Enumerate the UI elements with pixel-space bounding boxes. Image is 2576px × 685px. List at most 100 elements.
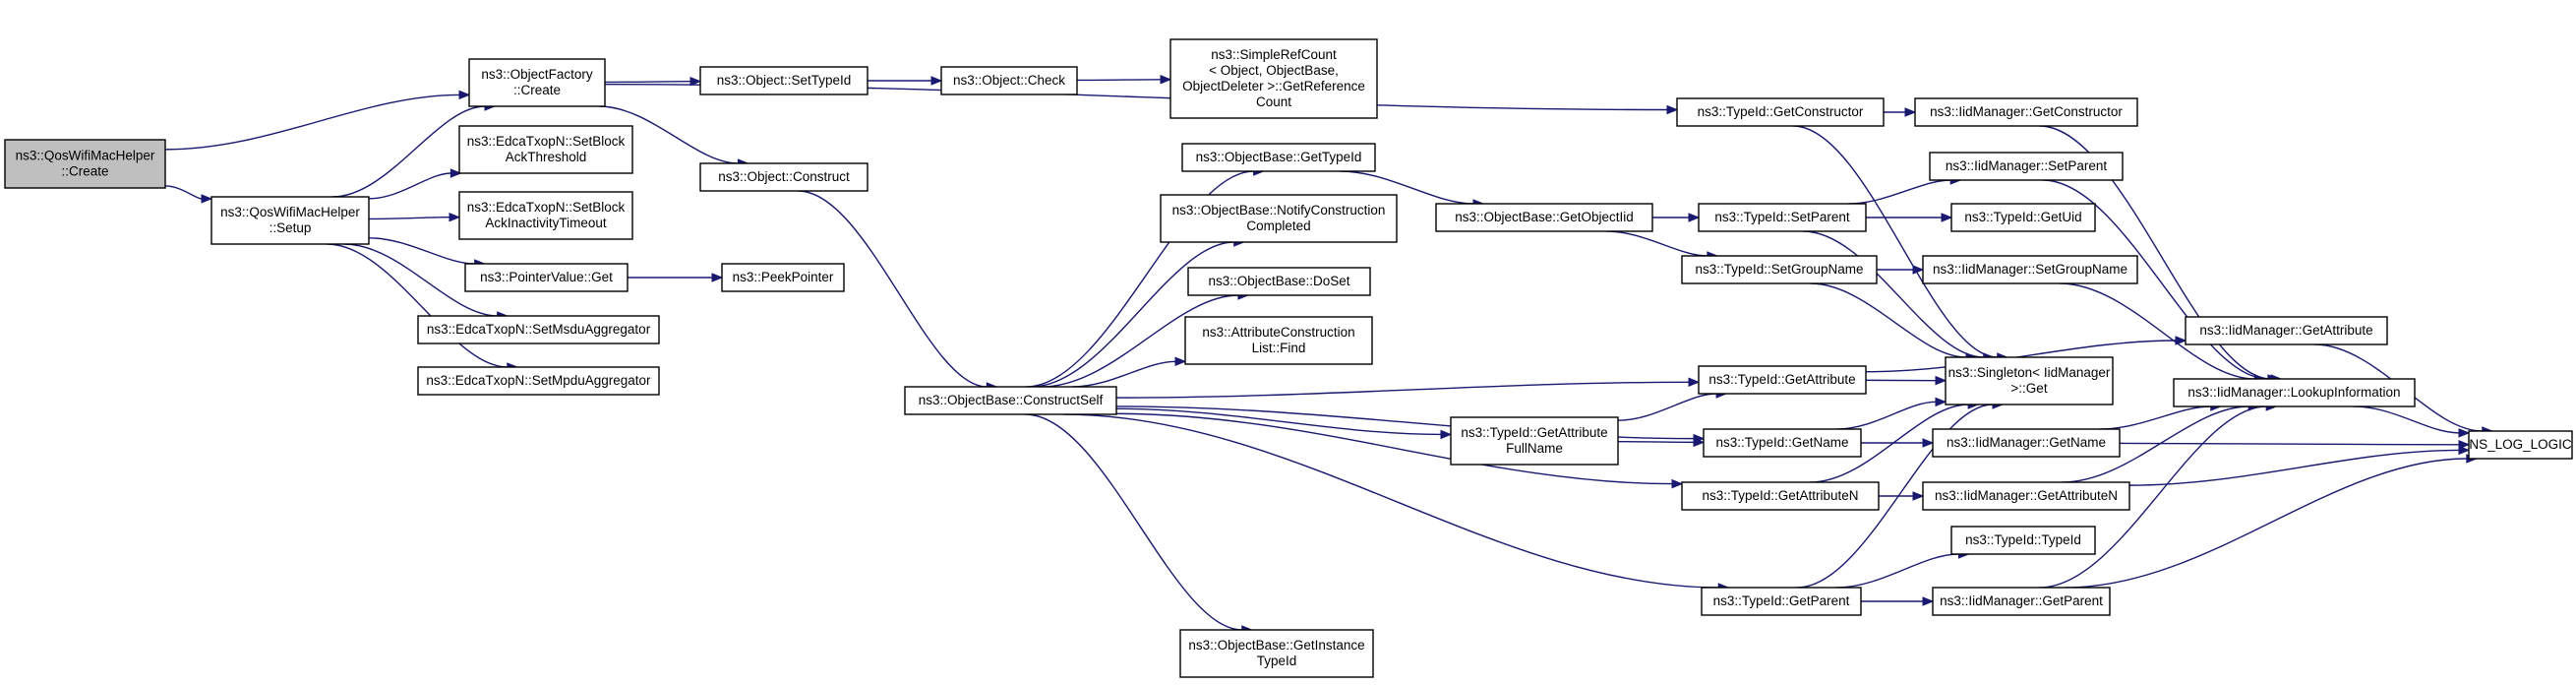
node-label-line: ns3::TypeId::TypeId xyxy=(1965,532,2081,547)
node-iid-getattribute[interactable]: ns3::IidManager::GetAttribute xyxy=(2185,316,2388,345)
nodes-layer: ns3::QosWifiMacHelper::Createns3::Object… xyxy=(4,38,2573,678)
node-simple-refcount[interactable]: ns3::SimpleRefCount< Object, ObjectBase,… xyxy=(1169,38,1378,119)
node-tid-typeid[interactable]: ns3::TypeId::TypeId xyxy=(1950,526,2096,555)
edge-tid_getattributen-to-singleton_get xyxy=(1810,404,1969,483)
node-tid-getattribute[interactable]: ns3::TypeId::GetAttribute xyxy=(1698,365,1867,395)
node-set-msdu[interactable]: ns3::EdcaTxopN::SetMsduAggregator xyxy=(417,315,660,344)
node-label-line: ns3::Object::Check xyxy=(953,73,1065,88)
node-box[interactable] xyxy=(699,162,869,192)
node-tid-getname[interactable]: ns3::TypeId::GetName xyxy=(1703,428,1862,458)
node-box[interactable] xyxy=(1698,203,1867,232)
node-construct-self[interactable]: ns3::ObjectBase::ConstructSelf xyxy=(904,386,1117,415)
node-box[interactable] xyxy=(1698,365,1867,395)
node-label-line: ns3::IidManager::GetAttributeN xyxy=(1935,488,2118,503)
node-iid-getparent[interactable]: ns3::IidManager::GetParent xyxy=(1932,587,2111,616)
node-box[interactable] xyxy=(417,315,660,344)
node-box[interactable] xyxy=(1922,481,2130,511)
node-box[interactable] xyxy=(1701,587,1862,616)
edge-factory_create-to-object_settypeid xyxy=(604,80,691,84)
node-box[interactable] xyxy=(1184,316,1373,365)
node-box[interactable] xyxy=(464,263,629,292)
node-box[interactable] xyxy=(1435,203,1653,232)
node-box[interactable] xyxy=(1681,481,1880,511)
node-box[interactable] xyxy=(4,139,166,189)
node-label-line: ns3::IidManager::SetParent xyxy=(1946,158,2108,173)
node-tid-setgroupname[interactable]: ns3::TypeId::SetGroupName xyxy=(1681,255,1878,284)
node-box[interactable] xyxy=(458,191,633,240)
node-box[interactable] xyxy=(940,66,1078,95)
node-box[interactable] xyxy=(468,58,606,107)
node-label-line: ns3::EdcaTxopN::SetMsduAggregator xyxy=(427,322,651,337)
edge-tid_setparent-to-iid_setparent xyxy=(1847,179,1951,205)
node-iid-getname[interactable]: ns3::IidManager::GetName xyxy=(1932,428,2121,458)
node-box[interactable] xyxy=(2173,378,2416,407)
node-box[interactable] xyxy=(1181,143,1376,172)
node-box[interactable] xyxy=(1945,356,2114,405)
node-iid-setgroupname[interactable]: ns3::IidManager::SetGroupName xyxy=(1922,255,2138,284)
node-box[interactable] xyxy=(458,125,633,174)
edge-iid_getattributen-to-ns_log_logic xyxy=(2128,449,2460,486)
node-set-block-ack-inactivity[interactable]: ns3::EdcaTxopN::SetBlockAckInactivityTim… xyxy=(458,191,633,240)
node-label-line: ::Create xyxy=(513,83,561,97)
node-label-line: ns3::ObjectBase::DoSet xyxy=(1208,274,1349,288)
node-box[interactable] xyxy=(1681,255,1878,284)
node-box[interactable] xyxy=(210,196,370,245)
node-box[interactable] xyxy=(904,386,1117,415)
node-box[interactable] xyxy=(1914,97,2138,127)
node-singleton-get[interactable]: ns3::Singleton< IidManager>::Get xyxy=(1945,356,2114,405)
node-ob-notify[interactable]: ns3::ObjectBase::NotifyConstructionCompl… xyxy=(1160,194,1398,243)
node-box[interactable] xyxy=(1179,629,1374,678)
node-object-construct[interactable]: ns3::Object::Construct xyxy=(699,162,869,192)
node-iid-lookup[interactable]: ns3::IidManager::LookupInformation xyxy=(2173,378,2416,407)
node-iid-setparent[interactable]: ns3::IidManager::SetParent xyxy=(1929,152,2124,181)
node-object-settypeid[interactable]: ns3::Object::SetTypeId xyxy=(699,66,869,95)
node-set-mpdu[interactable]: ns3::EdcaTxopN::SetMpduAggregator xyxy=(417,366,660,396)
arrowhead-tid_getattributen-to-iid_getattributen xyxy=(1912,491,1925,501)
node-box[interactable] xyxy=(1922,255,2138,284)
node-box[interactable] xyxy=(2468,430,2573,460)
node-pointer-get[interactable]: ns3::PointerValue::Get xyxy=(464,263,629,292)
node-ob-gettypeid[interactable]: ns3::ObjectBase::GetTypeId xyxy=(1181,143,1376,172)
node-label-line: ns3::EdcaTxopN::SetBlock xyxy=(467,134,626,149)
node-tid-getconstructor[interactable]: ns3::TypeId::GetConstructor xyxy=(1676,97,1885,127)
node-object-check[interactable]: ns3::Object::Check xyxy=(940,66,1078,95)
node-iid-getconstructor[interactable]: ns3::IidManager::GetConstructor xyxy=(1914,97,2138,127)
node-tid-getparent[interactable]: ns3::TypeId::GetParent xyxy=(1701,587,1862,616)
node-box[interactable] xyxy=(1932,428,2121,458)
node-ob-getobjectiid[interactable]: ns3::ObjectBase::GetObjectIid xyxy=(1435,203,1653,232)
node-box[interactable] xyxy=(1676,97,1885,127)
edge-tid_getattribute-to-iid_getattribute xyxy=(1865,340,2177,373)
node-label-line: ns3::IidManager::GetConstructor xyxy=(1930,104,2123,119)
edge-tid_getparent-to-singleton_get xyxy=(1796,404,1994,589)
node-box[interactable] xyxy=(1187,267,1371,296)
node-box[interactable] xyxy=(1950,203,2096,232)
node-tid-getuid[interactable]: ns3::TypeId::GetUid xyxy=(1950,203,2096,232)
node-box[interactable] xyxy=(1160,194,1398,243)
node-peek-pointer[interactable]: ns3::PeekPointer xyxy=(721,263,845,292)
node-factory-create[interactable]: ns3::ObjectFactory::Create xyxy=(468,58,606,107)
node-box[interactable] xyxy=(1929,152,2124,181)
node-box[interactable] xyxy=(1703,428,1862,458)
node-box[interactable] xyxy=(2185,316,2388,345)
node-tid-setparent[interactable]: ns3::TypeId::SetParent xyxy=(1698,203,1867,232)
node-box[interactable] xyxy=(699,66,869,95)
node-box[interactable] xyxy=(417,366,660,396)
node-label-line: ns3::QosWifiMacHelper xyxy=(220,205,360,219)
node-box[interactable] xyxy=(1932,587,2111,616)
node-iid-getattributen[interactable]: ns3::IidManager::GetAttributeN xyxy=(1922,481,2130,511)
node-tid-getattributen[interactable]: ns3::TypeId::GetAttributeN xyxy=(1681,481,1880,511)
node-qos-create[interactable]: ns3::QosWifiMacHelper::Create xyxy=(4,139,166,189)
node-box[interactable] xyxy=(721,263,845,292)
node-ob-doset[interactable]: ns3::ObjectBase::DoSet xyxy=(1187,267,1371,296)
node-box[interactable] xyxy=(1950,526,2096,555)
node-label-line: NS_LOG_LOGIC xyxy=(2469,437,2572,452)
node-ns-log-logic[interactable]: NS_LOG_LOGIC xyxy=(2468,430,2573,460)
node-box[interactable] xyxy=(1450,416,1619,466)
node-qos-setup[interactable]: ns3::QosWifiMacHelper::Setup xyxy=(210,196,370,245)
node-box[interactable] xyxy=(1169,38,1378,119)
node-label-line: ::Create xyxy=(61,164,108,179)
